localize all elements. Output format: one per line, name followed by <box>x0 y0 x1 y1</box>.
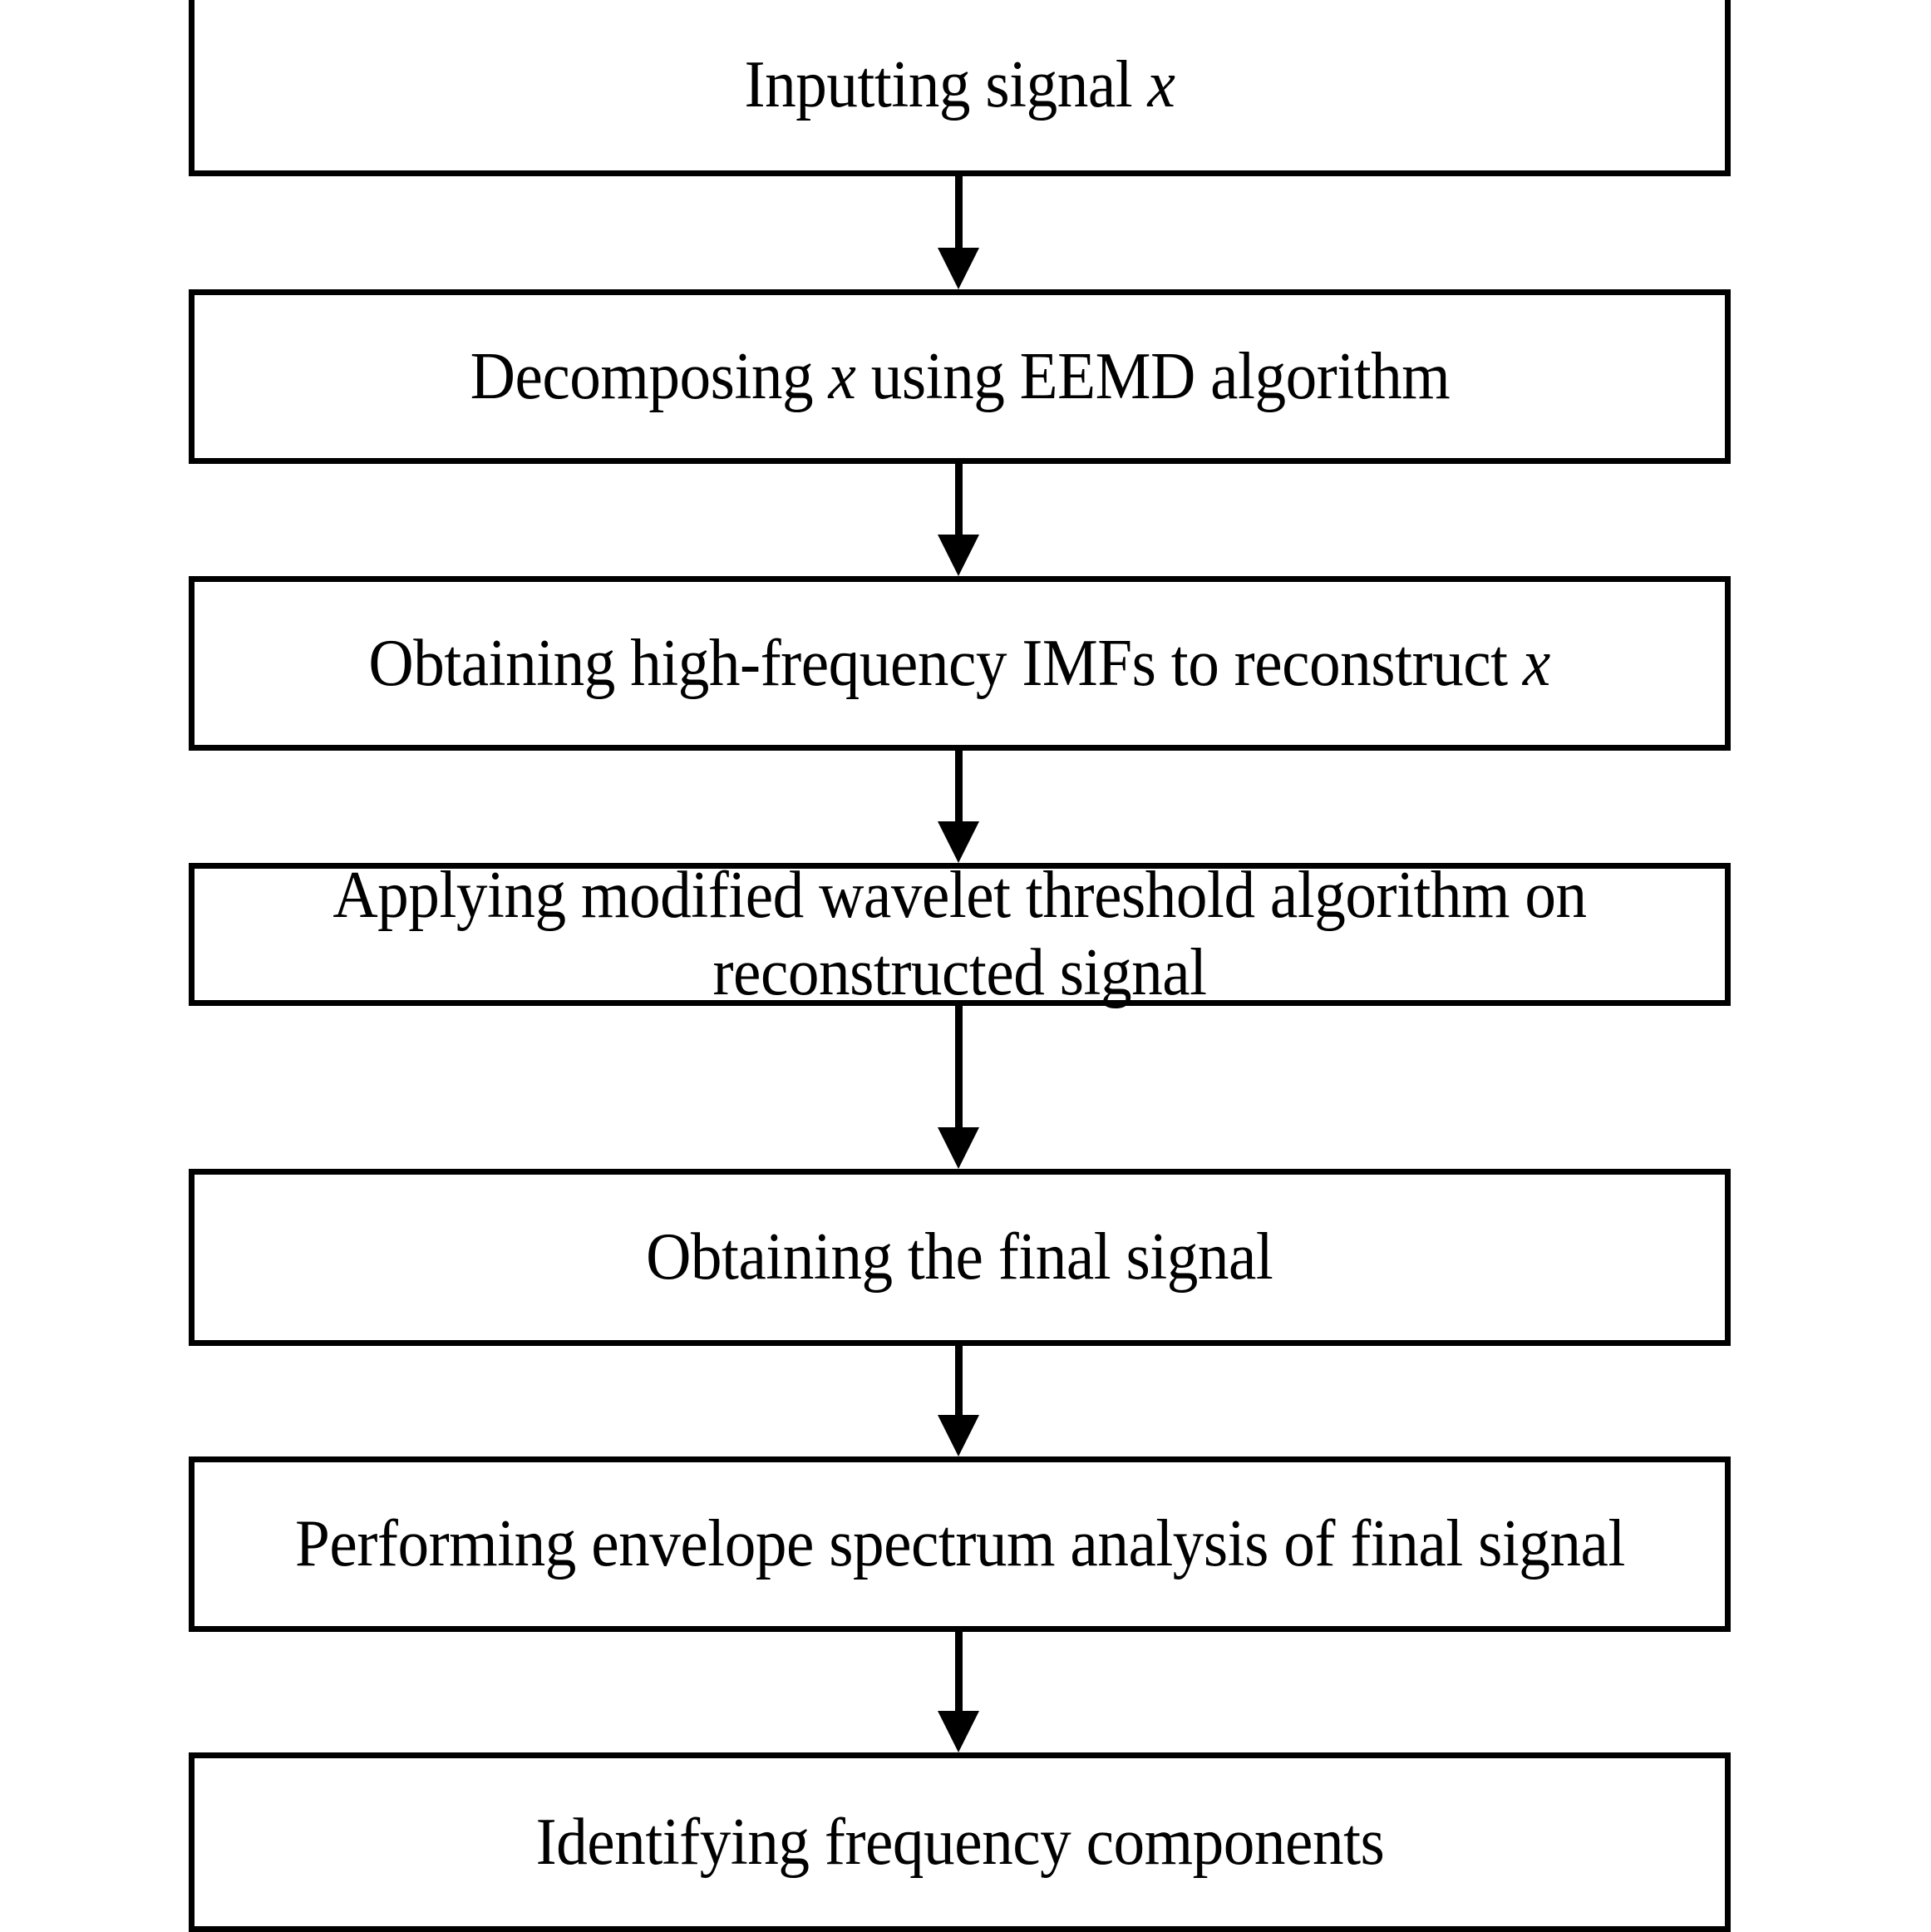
node-label: Obtaining the final signal <box>646 1220 1273 1294</box>
arrow-head-icon <box>938 248 979 289</box>
arrow-head-icon <box>938 1127 979 1169</box>
flowchart-node-obtaining-final-signal: Obtaining the final signal <box>189 1169 1731 1346</box>
node-label: Obtaining high-frequency IMFs to reconst… <box>368 626 1551 700</box>
flowchart-node-inputting-signal: Inputting signal x <box>189 0 1731 176</box>
node-label: Inputting signal x <box>744 48 1175 122</box>
flowchart-node-decomposing-eemd: Decomposing x using EEMD algorithm <box>189 289 1731 464</box>
arrow-head-icon <box>938 1415 979 1456</box>
flowchart-node-applying-wavelet-threshold: Applying modified wavelet threshold algo… <box>189 859 1731 1009</box>
arrow-step1-to-step2 <box>938 176 979 289</box>
variable-x: x <box>828 339 855 413</box>
flowchart-node-obtaining-high-frequency-imfs: Obtaining high-frequency IMFs to reconst… <box>189 576 1731 751</box>
arrow-head-icon <box>938 821 979 863</box>
arrow-step5-to-step6 <box>938 1346 979 1456</box>
node-label: Identifying frequency components <box>535 1805 1384 1879</box>
node-label: Decomposing x using EEMD algorithm <box>470 339 1450 413</box>
arrow-step3-to-step4 <box>938 751 979 863</box>
node-label: Applying modified wavelet threshold algo… <box>333 859 1587 1009</box>
arrow-step2-to-step3 <box>938 464 979 576</box>
node-label: Performing envelope spectrum analysis of… <box>294 1507 1625 1581</box>
variable-x: x <box>1147 48 1175 122</box>
arrow-shaft <box>955 1632 963 1714</box>
arrow-step6-to-step7 <box>938 1632 979 1752</box>
arrow-shaft <box>955 464 963 538</box>
arrow-head-icon <box>938 535 979 576</box>
variable-x: x <box>1523 626 1551 700</box>
flowchart-node-identifying-frequency-components: Identifying frequency components <box>189 1752 1731 1932</box>
arrow-shaft <box>955 176 963 251</box>
flowchart-node-envelope-spectrum-analysis: Performing envelope spectrum analysis of… <box>189 1456 1731 1632</box>
arrow-head-icon <box>938 1711 979 1752</box>
arrow-shaft <box>955 751 963 825</box>
arrow-shaft <box>955 1006 963 1131</box>
arrow-step4-to-step5 <box>938 1006 979 1169</box>
arrow-shaft <box>955 1346 963 1418</box>
